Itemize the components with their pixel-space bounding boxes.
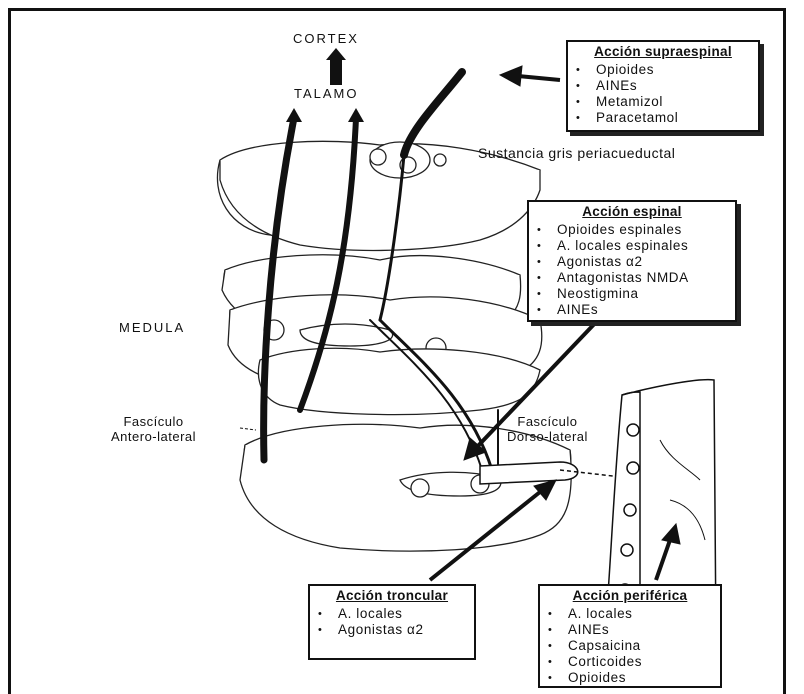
list-item: Paracetamol	[576, 110, 750, 126]
list-item: A. locales	[548, 606, 712, 622]
list-item: AINEs	[548, 622, 712, 638]
list-item: A. locales espinales	[537, 238, 727, 254]
talamo-label: TALAMO	[294, 86, 359, 101]
box-title: Acción troncular	[318, 588, 466, 604]
list-item: Agonistas α2	[318, 622, 466, 638]
medula-label: MEDULA	[119, 320, 185, 335]
list-item: Neostigmina	[537, 286, 727, 302]
box-title: Acción periférica	[548, 588, 712, 604]
list-item: Metamizol	[576, 94, 750, 110]
list-item: Antagonistas NMDA	[537, 270, 727, 286]
box-accion-espinal: Acción espinal Opioides espinales A. loc…	[527, 200, 737, 322]
fasciculo-dorso-label: Fascículo Dorso-lateral	[507, 414, 588, 444]
list-item: A. locales	[318, 606, 466, 622]
list-item: AINEs	[576, 78, 750, 94]
box-title: Acción espinal	[537, 204, 727, 220]
box-title: Acción supraespinal	[576, 44, 750, 60]
list-item: Agonistas α2	[537, 254, 727, 270]
list-item: Corticoides	[548, 654, 712, 670]
list-item: Opioides	[576, 62, 750, 78]
list-item: Opioides	[548, 670, 712, 686]
sustancia-gris-label: Sustancia gris periacueductal	[478, 145, 675, 161]
list-item: Opioides espinales	[537, 222, 727, 238]
list-item: AINEs	[537, 302, 727, 318]
box-accion-troncular: Acción troncular A. locales Agonistas α2	[308, 584, 476, 660]
list-item: Capsaicina	[548, 638, 712, 654]
cortex-label: CORTEX	[293, 31, 359, 46]
fasciculo-antero-label: Fascículo Antero-lateral	[111, 414, 196, 444]
box-accion-periferica: Acción periférica A. locales AINEs Capsa…	[538, 584, 722, 688]
box-accion-supraespinal: Acción supraespinal Opioides AINEs Metam…	[566, 40, 760, 132]
